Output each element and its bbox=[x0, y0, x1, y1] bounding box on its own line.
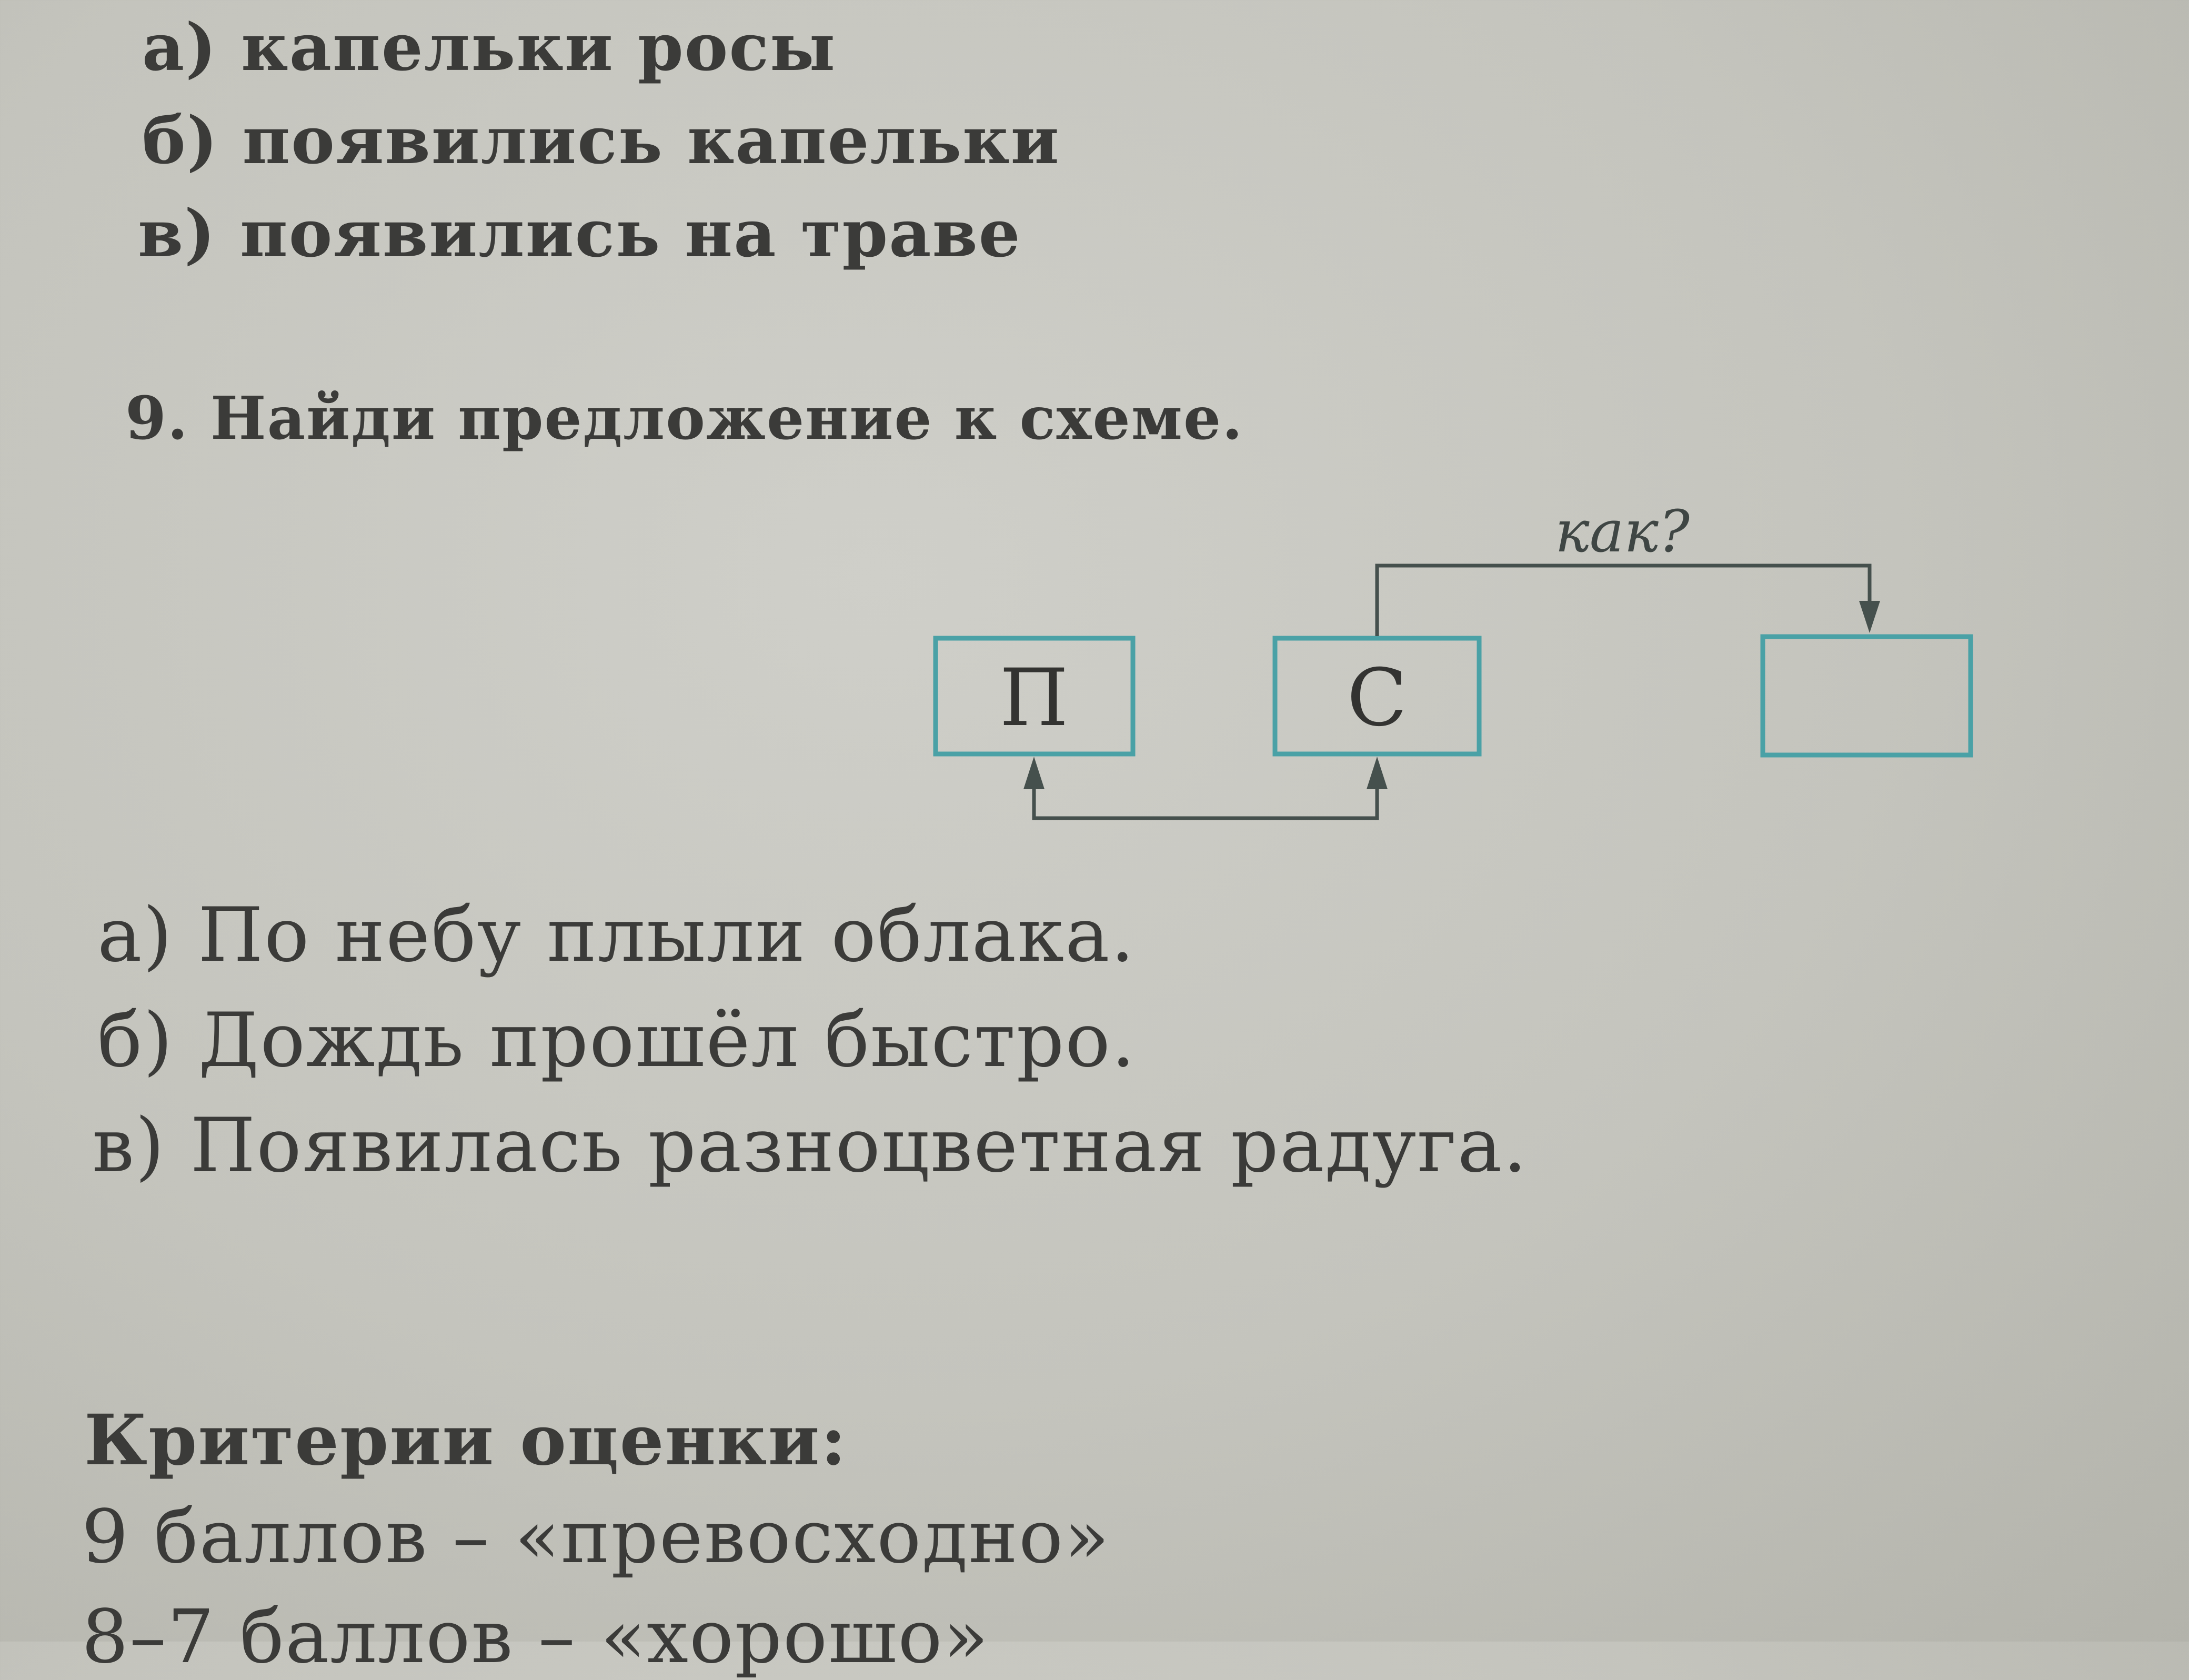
predicate-box bbox=[933, 636, 1136, 757]
answer-option-c: в) Появилась разноцветная радуга. bbox=[92, 1102, 1528, 1189]
criteria-title: Критерии оценки: bbox=[84, 1400, 848, 1481]
subject-label: С bbox=[1347, 652, 1408, 744]
prev-option-c: в) появились на траве bbox=[138, 196, 1021, 272]
empty-box bbox=[1760, 634, 1973, 758]
criteria-line-2: 8–7 баллов – «хорошо» bbox=[82, 1594, 990, 1680]
criteria-line-1: 9 баллов – «превосходно» bbox=[82, 1494, 1110, 1580]
sentence-scheme-diagram: П С как? bbox=[933, 498, 1973, 820]
answer-option-a: а) По небу плыли облака. bbox=[97, 892, 1136, 979]
top-connector-line bbox=[1375, 564, 1872, 636]
answer-option-b: б) Дождь прошёл быстро. bbox=[97, 997, 1137, 1084]
arrowhead-to-predicate bbox=[1023, 757, 1045, 789]
arrowhead-to-empty-box bbox=[1859, 601, 1880, 633]
subject-box bbox=[1272, 636, 1482, 757]
question-label: как? bbox=[1555, 498, 1690, 565]
arrowhead-to-subject bbox=[1367, 757, 1388, 789]
bottom-connector-line bbox=[1032, 787, 1379, 820]
prev-option-b: б) появились капельки bbox=[142, 103, 1060, 179]
predicate-label: П bbox=[1000, 652, 1069, 744]
prev-option-a: а) капельки росы bbox=[142, 9, 837, 86]
task-title: 9. Найди предложение к схеме. bbox=[125, 384, 1244, 453]
